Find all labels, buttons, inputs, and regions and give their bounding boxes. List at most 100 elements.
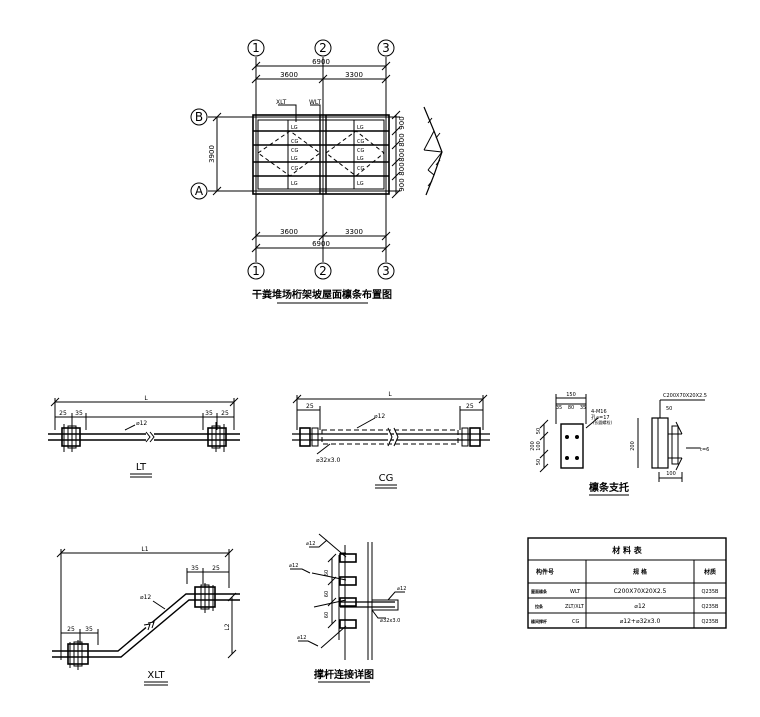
- lg-label: LG: [357, 125, 364, 131]
- axis-1-bottom-label: 1: [252, 264, 260, 278]
- axis-3-bottom-circle: [377, 262, 395, 280]
- brace-rod-label-3: ⌀12: [297, 635, 306, 641]
- cg-label: CG: [357, 166, 364, 172]
- support-thickness-label: t=6: [700, 447, 709, 453]
- axis-2-top-circle: [314, 39, 332, 57]
- brace-labels: ⌀12 ⌀12 ⌀12 ⌀12 ⌀32x3.0 60 60 60: [289, 541, 406, 641]
- roof-plan-dims: 6900 3600 3300 3600 3300 6900 3900 900 8…: [208, 58, 406, 248]
- xlt-dim-35b: 35: [85, 626, 93, 633]
- bottom-right-dim: 3300: [345, 228, 363, 236]
- cg-caption: CG: [379, 473, 394, 484]
- axis-B-circle: [190, 108, 208, 126]
- cg-rod-label: ⌀12: [374, 413, 385, 420]
- support-dim-s200: 200: [630, 441, 636, 451]
- support-dim-v50: 50: [536, 428, 542, 434]
- support-hole-note: (长圆螺栓): [593, 419, 613, 425]
- support-dim-v100: 100: [536, 441, 542, 451]
- table-cell-code: CG: [572, 619, 579, 625]
- support-dim-35b: 35: [580, 405, 586, 411]
- axis-2-bottom-label: 2: [319, 264, 327, 278]
- right-dim-5: 900: [398, 178, 406, 191]
- roof-plan-caption: 干粪堆场桁架坡屋面檩条布置图: [252, 288, 392, 301]
- brace-rod-label-1: ⌀12: [306, 541, 315, 547]
- xlt-detail: [52, 548, 240, 670]
- cg-detail: [292, 394, 490, 455]
- brace-tube-label: ⌀32x3.0: [380, 618, 400, 624]
- xlt-dim-25: 25: [212, 565, 220, 572]
- table-cell-name: 屋面檩条: [531, 588, 547, 594]
- lt-dim-35a: 35: [75, 410, 83, 417]
- table-cell-spec: ⌀12: [634, 603, 645, 610]
- bottom-left-dim: 3600: [280, 228, 298, 236]
- axis-1-top-circle: [247, 39, 265, 57]
- support-section-label: C200X70X20X2.5: [663, 393, 707, 399]
- support-dim-s100: 100: [666, 471, 676, 477]
- xlt-rod-label: ⌀12: [140, 594, 151, 601]
- table-header-part: 构件号: [536, 568, 554, 576]
- xlt-dim-L2: L2: [224, 623, 231, 630]
- xlt-caption: XLT: [147, 670, 165, 681]
- support-caption: 檩条支托: [589, 481, 629, 494]
- depth-dim: 3900: [208, 145, 216, 163]
- lg-label: LG: [291, 181, 298, 187]
- axis-3-top-circle: [377, 39, 395, 57]
- top-right-dim: 3300: [345, 71, 363, 79]
- lg-label: LG: [357, 156, 364, 162]
- table-header-material: 材质: [703, 568, 716, 576]
- axis-2-bottom-circle: [314, 262, 332, 280]
- cg-dim-25a: 25: [306, 403, 314, 410]
- support-dim-150: 150: [566, 392, 576, 398]
- cg-label: CG: [357, 148, 364, 154]
- support-dim-80: 80: [568, 405, 574, 411]
- lg-label: LG: [291, 125, 298, 131]
- table-cell-material: Q235B: [702, 619, 719, 625]
- xlt-dims: L1 35 25 25 35 ⌀12 L2: [67, 546, 231, 633]
- lt-dims: L 25 35 35 25 ⌀12: [59, 395, 229, 427]
- axis-1-bottom-circle: [247, 262, 265, 280]
- support-dim-s50: 50: [666, 406, 672, 412]
- brace-caption: 撑杆连接详图: [314, 668, 374, 681]
- xlt-dim-35: 35: [191, 565, 199, 572]
- cg-dims: L 25 25 ⌀12 ⌀32x3.0: [306, 391, 474, 464]
- table-cell-code: WLT: [570, 589, 581, 595]
- roof-plan-labels: 1 2 3 1 2 3 B A: [195, 41, 390, 278]
- table-header-spec: 规 格: [633, 568, 648, 576]
- table-cell-material: Q235B: [702, 604, 719, 610]
- right-dim-2: 800: [398, 133, 406, 146]
- table-cell-name: 檩间撑杆: [531, 618, 547, 624]
- support-dim-35: 35: [556, 405, 562, 411]
- table-cell-spec: C200X70X20X2.5: [614, 588, 667, 595]
- cg-dim-L: L: [388, 391, 392, 398]
- lt-dim-35b: 35: [205, 410, 213, 417]
- brace-dim-60b: 60: [324, 591, 330, 597]
- cg-tube-label: ⌀32x3.0: [316, 457, 341, 464]
- top-left-dim: 3600: [280, 71, 298, 79]
- purlin-support-detail: [539, 394, 705, 482]
- wlt-leader-label: WLT: [309, 99, 321, 106]
- xlt-dim-25b: 25: [67, 626, 75, 633]
- material-table-text: 材 料 表 构件号 规 格 材质 屋面檩条 WLT C200X70X20X2.5…: [531, 545, 719, 625]
- axis-B-label: B: [195, 110, 203, 124]
- roof-purlin-plan: [190, 39, 443, 280]
- support-dim-v50b: 50: [536, 459, 542, 465]
- lt-dim-25a: 25: [59, 410, 67, 417]
- axis-A-circle: [190, 182, 208, 200]
- right-dim-4: 800: [398, 162, 406, 175]
- lt-detail: [48, 397, 240, 452]
- right-dim-3: 800: [398, 148, 406, 161]
- lt-caption: LT: [136, 462, 147, 473]
- axis-A-label: A: [195, 184, 204, 198]
- table-cell-name: 拉条: [535, 603, 543, 609]
- axis-3-bottom-label: 3: [382, 264, 390, 278]
- brace-dim-60a: 60: [324, 570, 330, 576]
- support-bolt-label: 4-M16: [591, 409, 607, 415]
- axis-1-top-label: 1: [252, 41, 260, 55]
- table-title: 材 料 表: [612, 545, 643, 555]
- bottom-total-dim: 6900: [312, 240, 330, 248]
- lt-dim-25b: 25: [221, 410, 229, 417]
- cg-dim-25b: 25: [466, 403, 474, 410]
- lt-rod-label: ⌀12: [136, 420, 147, 427]
- brace-connection-detail: [290, 533, 405, 660]
- axis-2-top-label: 2: [319, 41, 327, 55]
